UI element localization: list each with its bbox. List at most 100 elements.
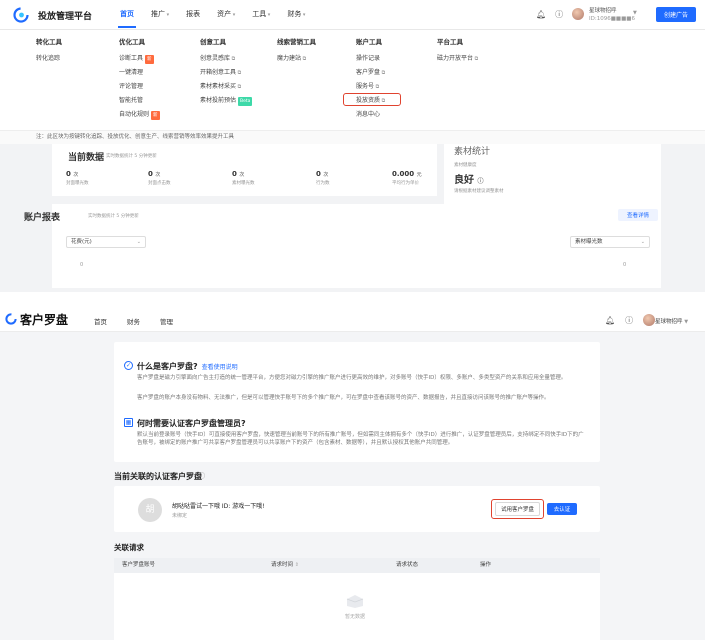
menu-item-label: 评论管理 bbox=[119, 83, 144, 90]
account-report-title: 账户报表 bbox=[24, 213, 61, 223]
menu-item-label: 自动化规则 bbox=[119, 111, 150, 118]
header-icons: 🔔︎ ⓘ bbox=[536, 8, 585, 20]
help-icon[interactable]: ⓘ bbox=[198, 472, 205, 480]
nav-tab[interactable]: 首页 bbox=[120, 9, 134, 19]
chevron-down-icon[interactable]: ▼ bbox=[633, 10, 637, 16]
menu-item[interactable]: 转化追踪 bbox=[36, 54, 62, 68]
menu-item[interactable]: 评论管理 bbox=[119, 82, 160, 96]
metric-select-right[interactable]: 素材曝光数⌄ bbox=[570, 236, 650, 248]
menu-item[interactable]: 智能托管 bbox=[119, 96, 160, 110]
menu-column-head: 平台工具 bbox=[437, 38, 463, 46]
metric: 0.000 元平均行为单价 bbox=[392, 170, 422, 186]
col-compass-account: 客户罗盘账号 bbox=[122, 562, 156, 568]
nav-tab[interactable]: 财务 ▾ bbox=[287, 9, 305, 19]
empty-box-icon bbox=[346, 595, 364, 608]
compass-user-name[interactable]: 星球物招呼 ▼ bbox=[655, 317, 688, 325]
metric-select-left[interactable]: 花费(元)⌄ bbox=[66, 236, 146, 248]
info-icon[interactable]: ⓘ bbox=[477, 178, 484, 185]
menu-item-label: 磁力开放平台 bbox=[437, 55, 474, 62]
brand-title: 投放管理平台 bbox=[38, 12, 93, 22]
external-link-icon: ⧉ bbox=[374, 84, 380, 90]
user-info[interactable]: 星球物招呼 ID:1096■■■■6 bbox=[589, 7, 635, 23]
usage-guide-link[interactable]: 查看使用说明 bbox=[201, 364, 238, 371]
menu-item[interactable]: 操作记录 bbox=[356, 54, 385, 68]
help-icon[interactable]: ⓘ bbox=[555, 9, 564, 19]
user-name: 星球物招呼 bbox=[655, 319, 683, 325]
menu-item[interactable]: 自动化规则新 bbox=[119, 110, 160, 124]
menu-item[interactable]: 开箱创意工具 ⧉ bbox=[200, 68, 252, 82]
view-details-button[interactable]: 查看详情 bbox=[618, 209, 658, 221]
col-request-status: 请求状态 bbox=[396, 562, 419, 568]
nav-tab-label: 财务 bbox=[287, 10, 302, 18]
metric: 0 次封面曝光数 bbox=[66, 170, 89, 186]
linked-compass-card: 胡 胡哒哒雷试一下哦 ID: 游戏一下哦! 未绑定 试用客户罗盘 去认证 bbox=[114, 486, 600, 532]
menu-item[interactable]: 客户罗盘 ⧉ bbox=[356, 68, 385, 82]
menu-item[interactable]: 消息中心 bbox=[356, 110, 385, 124]
metric: 0 次行为数 bbox=[316, 170, 330, 186]
compass-header-icons: 🔔︎ ⓘ bbox=[605, 314, 656, 326]
bell-icon[interactable]: 🔔︎ bbox=[536, 9, 547, 19]
compass-title: 客户罗盘 bbox=[20, 313, 69, 327]
external-link-icon: ⧉ bbox=[236, 70, 242, 76]
chevron-down-icon: ▾ bbox=[231, 12, 236, 18]
try-compass-button[interactable]: 试用客户罗盘 bbox=[495, 502, 540, 516]
menu-item-label: 一键清理 bbox=[119, 69, 144, 76]
menu-item[interactable]: 一键清理 bbox=[119, 68, 160, 82]
material-health-desc: 请根据素材建议调整素材 bbox=[454, 189, 504, 194]
nav-tab[interactable]: 资产 ▾ bbox=[217, 9, 235, 19]
menu-item-label: 消息中心 bbox=[356, 111, 381, 118]
new-badge: 新 bbox=[145, 55, 154, 64]
metric-label: 素材曝光数 bbox=[232, 181, 255, 186]
avatar[interactable] bbox=[572, 8, 585, 20]
tab-finance[interactable]: 财务 bbox=[127, 318, 140, 326]
main-tabs: 首页 推广 ▾ 报表 资产 ▾ 工具 ▾ 财务 ▾ bbox=[120, 9, 322, 19]
menu-item[interactable]: 投放资质 ⧉ bbox=[356, 96, 385, 110]
bell-icon[interactable]: 🔔︎ bbox=[605, 315, 616, 325]
external-link-icon: ⧉ bbox=[473, 56, 479, 62]
menu-column: 优化工具诊断工具新一键清理评论管理智能托管自动化规则新 bbox=[119, 36, 160, 124]
requests-table-body: 暂无数据 bbox=[114, 573, 600, 640]
menu-item[interactable]: 诊断工具新 bbox=[119, 54, 160, 68]
help-icon[interactable]: ⓘ bbox=[625, 315, 634, 325]
material-stats-title: 素材统计 bbox=[454, 147, 491, 157]
menu-item[interactable]: 创意灵感库 ⧉ bbox=[200, 54, 252, 68]
nav-tab-label: 推广 bbox=[151, 10, 165, 18]
nav-tab[interactable]: 推广 ▾ bbox=[151, 9, 169, 19]
menu-item[interactable]: 素材素材采买 ⧉ bbox=[200, 82, 252, 96]
q1-title: 什么是客户罗盘? bbox=[137, 362, 198, 371]
metric-value: 0 次 bbox=[148, 170, 171, 178]
menu-column-head: 创意工具 bbox=[200, 38, 226, 46]
metric-value: 0 次 bbox=[232, 170, 255, 178]
compass-navbar: 客户罗盘 首页 财务 管理 🔔︎ ⓘ 星球物招呼 ▼ bbox=[0, 306, 705, 332]
account-report-subtitle: 实时数据统计 5 分钟更新 bbox=[88, 214, 139, 219]
tab-manage[interactable]: 管理 bbox=[160, 318, 173, 326]
nav-tab[interactable]: 工具 ▾ bbox=[252, 9, 270, 19]
certify-button[interactable]: 去认证 bbox=[547, 503, 577, 515]
menu-column: 账户工具操作记录客户罗盘 ⧉服务号 ⧉投放资质 ⧉消息中心 bbox=[356, 36, 385, 124]
chevron-down-icon: ▼ bbox=[684, 319, 689, 325]
linked-compass-title: 当前关联的认证客户罗盘 bbox=[114, 472, 202, 481]
col-request-time[interactable]: 请求时间 ⇕ bbox=[271, 558, 299, 573]
calendar-icon: ▦ bbox=[124, 418, 133, 427]
avatar[interactable] bbox=[643, 314, 656, 326]
nav-tab[interactable]: 报表 bbox=[186, 9, 200, 19]
q2-paragraph: 默认当前登录账号（快手ID）可直接使用客户罗盘，快速管理当前账号下的所有推广账号… bbox=[137, 432, 584, 446]
nav-tab-label: 工具 bbox=[252, 10, 267, 18]
nav-tab-label: 资产 bbox=[217, 10, 232, 18]
platform-logo-icon bbox=[13, 7, 29, 23]
user-id: ID:1096■■■■6 bbox=[589, 16, 635, 22]
menu-item[interactable]: 魔力建站 ⧉ bbox=[277, 54, 316, 68]
material-health-value: 良好 ⓘ bbox=[454, 175, 484, 186]
tab-home[interactable]: 首页 bbox=[94, 318, 107, 326]
axis-zero-left: 0 bbox=[80, 262, 84, 268]
menu-item[interactable]: 磁力开放平台 ⧉ bbox=[437, 54, 478, 68]
metric-label: 封面点击数 bbox=[148, 181, 171, 186]
metric-number: 0 bbox=[316, 170, 321, 178]
metric-unit: 次 bbox=[239, 172, 245, 178]
menu-item[interactable]: 服务号 ⧉ bbox=[356, 82, 385, 96]
menu-column-head: 转化工具 bbox=[36, 38, 62, 46]
create-ad-button[interactable]: 创建广告 bbox=[656, 7, 696, 22]
